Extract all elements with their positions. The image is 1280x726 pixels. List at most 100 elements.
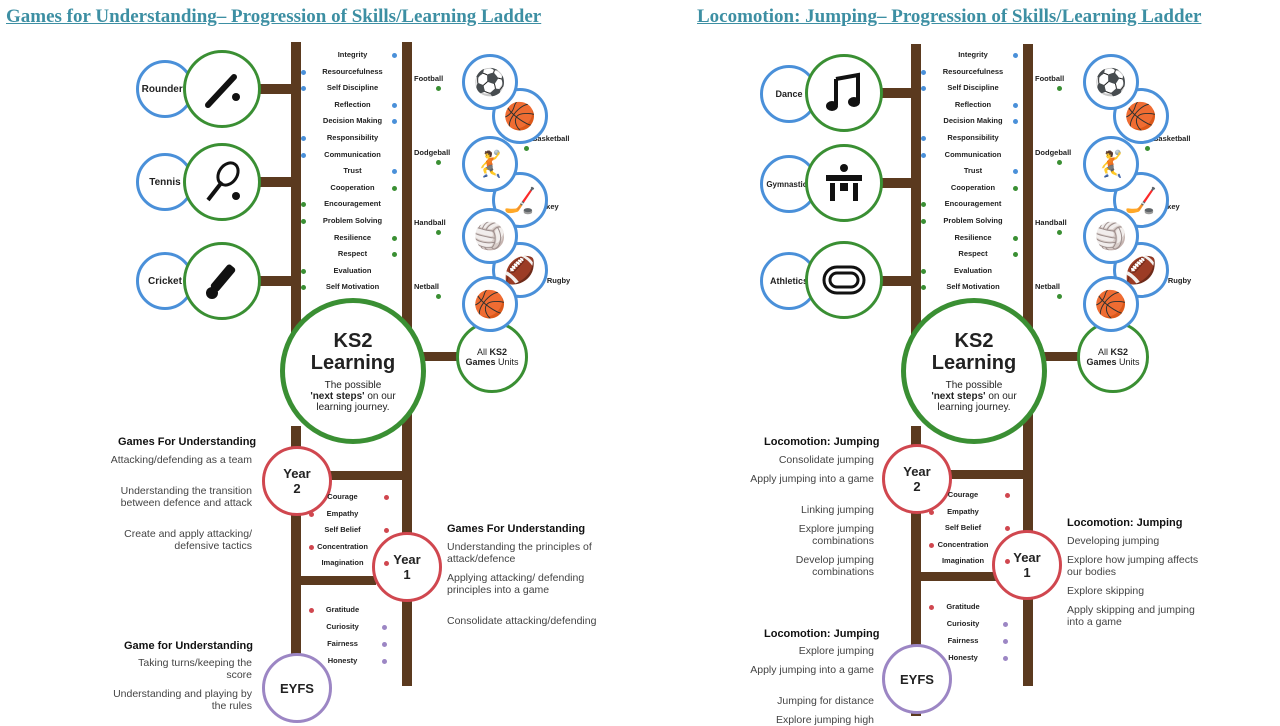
- value-label: Self Motivation: [946, 282, 1000, 292]
- sport-label: Netball: [1035, 282, 1061, 291]
- value-label: Trust: [963, 166, 983, 176]
- sport-label: Rounders: [141, 83, 189, 95]
- value-label: Resourcefulness: [322, 66, 383, 76]
- netball-icon: 🏀: [462, 276, 518, 332]
- sport-label: Dodgeball: [1035, 148, 1072, 157]
- sport-label: Gymnastics: [766, 179, 812, 189]
- eyfs-label: EYFS: [280, 680, 314, 696]
- value-dot: [301, 219, 306, 224]
- year-label: Year: [393, 552, 421, 567]
- units-pre: All: [476, 347, 487, 357]
- sport-label: Basketball: [1153, 134, 1191, 143]
- value-label: Responsibility: [947, 133, 999, 142]
- learning-item: Applying attacking/ defending principles…: [447, 572, 585, 596]
- value-label: Evaluation: [333, 265, 372, 275]
- football-icon: ⚽: [462, 54, 518, 110]
- football-icon: ⚽: [1083, 54, 1139, 110]
- value-dot: [1003, 639, 1008, 644]
- learning-item: Explore how jumping affects our bodies: [1067, 554, 1199, 578]
- sport-dot: [1057, 86, 1062, 91]
- rugby-ball-icon: 🏈: [1113, 242, 1169, 298]
- value-dot: [382, 659, 387, 664]
- sport-dot: [436, 294, 441, 299]
- ladder-rung: [330, 471, 405, 480]
- ks2-sub-bold: 'next steps': [931, 390, 986, 402]
- year1-heading: Games For Understanding: [447, 523, 586, 535]
- handball-icon: 🏐: [1083, 208, 1139, 264]
- value-label: Respect: [958, 249, 988, 259]
- units-post: Units: [498, 357, 519, 367]
- ks2-sub: on our: [367, 390, 396, 402]
- learning-item: Explore jumping: [798, 645, 874, 657]
- sport-label: Football: [1035, 74, 1065, 83]
- learning-item: Consolidate attacking/defending: [447, 615, 597, 627]
- sport-dot: [436, 230, 441, 235]
- value-label: Honesty: [327, 656, 358, 665]
- ladder-rung: [876, 178, 916, 188]
- value-label: Honesty: [948, 653, 978, 662]
- learning-item: Apply jumping into a game: [750, 664, 874, 676]
- sport-label: Athletics: [769, 276, 808, 286]
- ladder-rung: [916, 572, 996, 581]
- value-dot: [382, 625, 387, 630]
- value-label: Reflection: [334, 99, 371, 109]
- ks2-sub: learning journey.: [316, 401, 390, 413]
- value-dot: [382, 642, 387, 647]
- value-dot: [392, 252, 397, 258]
- value-dot: [301, 136, 306, 141]
- value-label: Fairness: [327, 639, 358, 648]
- sport-label: Football: [414, 74, 444, 83]
- units-pre: All: [1097, 347, 1108, 357]
- sport-dot: [1057, 294, 1062, 299]
- learning-item: Create and apply attacking/ defensive ta…: [124, 528, 252, 552]
- year-label: Year: [903, 464, 931, 479]
- year2-heading: Locomotion: Jumping: [764, 436, 880, 448]
- units-games: Games: [465, 357, 496, 367]
- all-ks2-units-circle: All KS2 Games Units: [1077, 321, 1149, 393]
- value-label: Encouragement: [944, 199, 1002, 209]
- learning-item: Consolidate jumping: [778, 454, 874, 466]
- year2-circle: Year 2: [882, 444, 952, 514]
- value-label: Gratitude: [325, 605, 360, 614]
- tennis-icon: [183, 143, 261, 221]
- value-label: Cooperation: [330, 182, 375, 192]
- value-dot: [392, 119, 397, 125]
- ks2-label: KS2: [333, 329, 373, 352]
- value-dot: [921, 86, 926, 92]
- value-dot: [1003, 622, 1008, 627]
- value-label: Courage: [947, 490, 979, 499]
- year-number: 1: [403, 567, 411, 582]
- sport-dot: [1145, 146, 1150, 151]
- learning-item: Explore skipping: [1067, 585, 1145, 597]
- year-number: 1: [1023, 565, 1031, 580]
- ks2-sub-bold: 'next steps': [310, 390, 365, 402]
- value-label: Self Discipline: [947, 83, 999, 93]
- ks2-sub: The possible: [324, 379, 382, 391]
- value-dot: [921, 285, 926, 291]
- ladder-rail: [911, 426, 921, 716]
- value-dot: [1005, 526, 1010, 531]
- value-dot: [921, 69, 926, 75]
- value-label: Integrity: [337, 50, 368, 59]
- value-dot: [309, 511, 314, 517]
- year-label: Year: [1013, 550, 1041, 565]
- value-dot: [1013, 169, 1018, 175]
- learning-label: Learning: [931, 351, 1017, 374]
- value-dot: [384, 561, 389, 566]
- year2-heading: Games For Understanding: [118, 436, 257, 448]
- value-dot: [301, 152, 306, 158]
- ks2-learning-circle: KS2 Learning The possible 'next steps' o…: [280, 298, 426, 444]
- value-dot: [929, 542, 934, 548]
- ladder-rung: [950, 470, 1025, 479]
- value-label: Self Belief: [324, 525, 361, 534]
- page-title-left: Games for Understanding– Progression of …: [6, 6, 542, 27]
- value-label: Imagination: [321, 558, 364, 567]
- units-games: Games: [1086, 357, 1117, 367]
- ladder-rung: [410, 352, 458, 361]
- ks2-learning-circle: KS2 Learning The possible 'next steps' o…: [901, 298, 1047, 444]
- ks2-sub: learning journey.: [937, 401, 1011, 413]
- ladder-rung: [256, 177, 296, 187]
- value-dot: [392, 235, 397, 241]
- units-bold: KS2: [1110, 347, 1129, 357]
- value-dot: [1013, 252, 1018, 258]
